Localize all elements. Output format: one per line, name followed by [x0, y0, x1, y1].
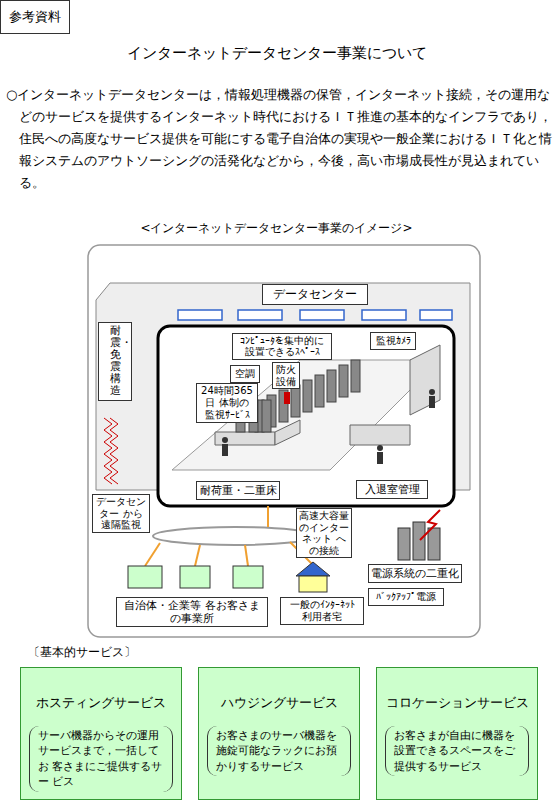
node-text: 耐荷重・二重床	[199, 483, 277, 498]
node-text: 参考資料	[3, 8, 67, 26]
rack	[327, 370, 336, 402]
node-text: 一般のｲﾝﾀｰﾈｯﾄ 利用者宅	[283, 599, 361, 623]
windows	[178, 310, 452, 320]
node-text: 24時間365日 体制の 監視ｻｰﾋﾞｽ	[199, 385, 255, 421]
callout-box: ﾊﾞｯｸｱｯﾌﾟ電源	[368, 588, 444, 606]
node-text: ﾊﾞｯｸｱｯﾌﾟ電源	[371, 590, 441, 604]
service-description: お客さまのサーバ機器を 施錠可能なラックにお預 かりするサービス	[207, 726, 351, 776]
quake-waves	[110, 418, 118, 484]
outer-frame	[88, 245, 480, 637]
quake-waves	[104, 418, 112, 484]
vertical-callout: 耐震・免震構造	[98, 322, 132, 401]
rack	[262, 400, 271, 432]
node-text: 自治体・企業等 各お客さまの事業所	[119, 599, 265, 625]
rack	[291, 385, 300, 417]
service-title: コロケーションサービス	[385, 694, 529, 712]
callout-box: ｺﾝﾋﾟｭｰﾀを集中的に 設置できるｽﾍﾟｰｽ	[232, 333, 332, 360]
callout-box: 防火 設備	[272, 362, 300, 389]
figure-subheading: <インターネットデータセンター事業のイメージ>	[0, 220, 553, 237]
callout-box: 一般のｲﾝﾀｰﾈｯﾄ 利用者宅	[280, 597, 364, 625]
rack	[315, 375, 324, 407]
server-room	[158, 326, 454, 506]
building-label: データセンター	[262, 284, 368, 305]
service-box: ホスティングサービスサーバ機器からその運用 サービスまで，一括してお 客さまにご…	[20, 667, 182, 800]
node-text: 高速大容量 のインターネット への接続	[299, 510, 349, 556]
node-text: 防火 設備	[275, 364, 297, 387]
callout-box: 高速大容量 のインターネット への接続	[296, 508, 352, 558]
callout-box: 耐荷重・二重床	[196, 481, 280, 500]
vertical-text: 耐震・免震構造	[110, 325, 121, 398]
node-text: データセンター から 遠隔監視	[95, 496, 147, 531]
power-bolt	[420, 510, 440, 540]
service-box: ハウジングサービスお客さまのサーバ機器を 施錠可能なラックにお預 かりするサービ…	[198, 667, 360, 800]
callout-box: データセンター から 遠隔監視	[92, 494, 150, 533]
rack	[303, 380, 312, 412]
floor	[172, 360, 440, 470]
header-tag: 参考資料	[0, 0, 70, 34]
service-description: サーバ機器からその運用 サービスまで，一括してお 客さまにご提供するサー ビス	[29, 726, 173, 792]
node-text: 入退室管理	[359, 482, 425, 497]
network-ring	[153, 527, 317, 545]
rack	[351, 360, 360, 392]
node-text: 空調	[233, 367, 257, 381]
node-text: データセンター	[265, 286, 365, 303]
node-text: ｺﾝﾋﾟｭｰﾀを集中的に 設置できるｽﾍﾟｰｽ	[235, 335, 329, 358]
callout-box: 空調	[230, 365, 260, 383]
service-title: ハウジングサービス	[207, 694, 351, 712]
rack	[339, 365, 348, 397]
callout-box: 自治体・企業等 各お客さまの事業所	[116, 597, 268, 627]
page-title: インターネットデータセンター事業について	[0, 44, 553, 63]
service-description: お客さまが自由に機器を 設置できるスペースをご 提供するサービス	[385, 726, 529, 776]
network-lines	[145, 506, 312, 566]
callout-box: 24時間365日 体制の 監視ｻｰﾋﾞｽ	[196, 383, 258, 423]
service-title: ホスティングサービス	[29, 694, 173, 712]
callout-box: 入退室管理	[356, 480, 428, 499]
client-pcs	[128, 562, 330, 592]
callout-box: 監視ｶﾒﾗ	[370, 332, 416, 350]
fire-extinguisher	[284, 392, 290, 404]
section-heading: 〔基本的サービス〕	[28, 644, 136, 661]
callout-box: 電源系統の二重化	[368, 564, 462, 583]
service-box: コロケーションサービスお客さまが自由に機器を 設置できるスペースをご 提供するサ…	[376, 667, 538, 800]
node-text: 電源系統の二重化	[371, 566, 459, 581]
node-text: 監視ｶﾒﾗ	[373, 334, 413, 348]
summary-paragraph: ○インターネットデータセンターは，情報処理機器の保管，インターネット接続，その運…	[6, 84, 553, 194]
